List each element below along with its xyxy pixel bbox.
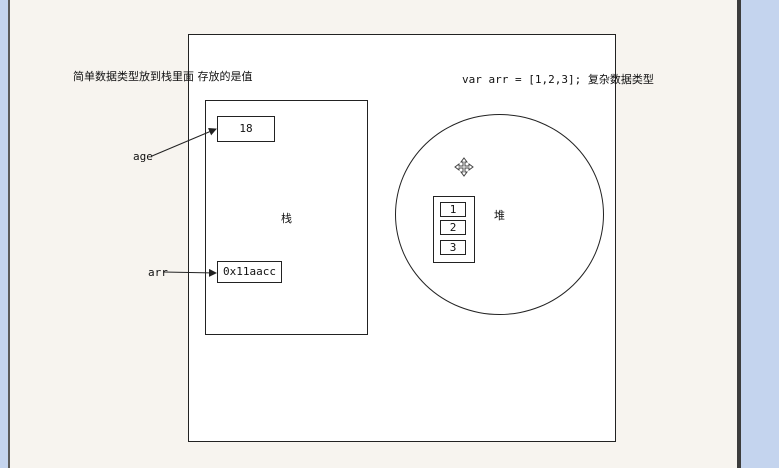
- heap-array-item: 3: [440, 240, 466, 255]
- arr-address: 0x11aacc: [223, 265, 276, 278]
- stack-label: 栈: [281, 212, 292, 225]
- age-variable-label: age: [133, 150, 153, 163]
- complex-type-note-text: var arr = [1,2,3]; 复杂数据类型: [462, 73, 654, 86]
- heap-region: [395, 114, 604, 315]
- arr-address-box: [217, 261, 282, 283]
- window-frame-right: [741, 0, 779, 468]
- age-value: 18: [239, 122, 253, 135]
- heap-label: 堆: [494, 209, 505, 222]
- window-frame-right-border: [737, 0, 741, 468]
- simple-type-note: 简单数据类型放到栈里面 存放的是值: [73, 70, 253, 83]
- heap-array-item: 2: [440, 220, 466, 235]
- arr-variable-label: arr: [148, 266, 168, 279]
- window-frame-left-border: [8, 0, 10, 468]
- age-value-box: [217, 116, 275, 142]
- window-frame-left: [0, 0, 10, 468]
- complex-type-note: var arr = [1,2,3]; 复杂数据类型: [462, 71, 654, 87]
- heap-array-item: 1: [440, 202, 466, 217]
